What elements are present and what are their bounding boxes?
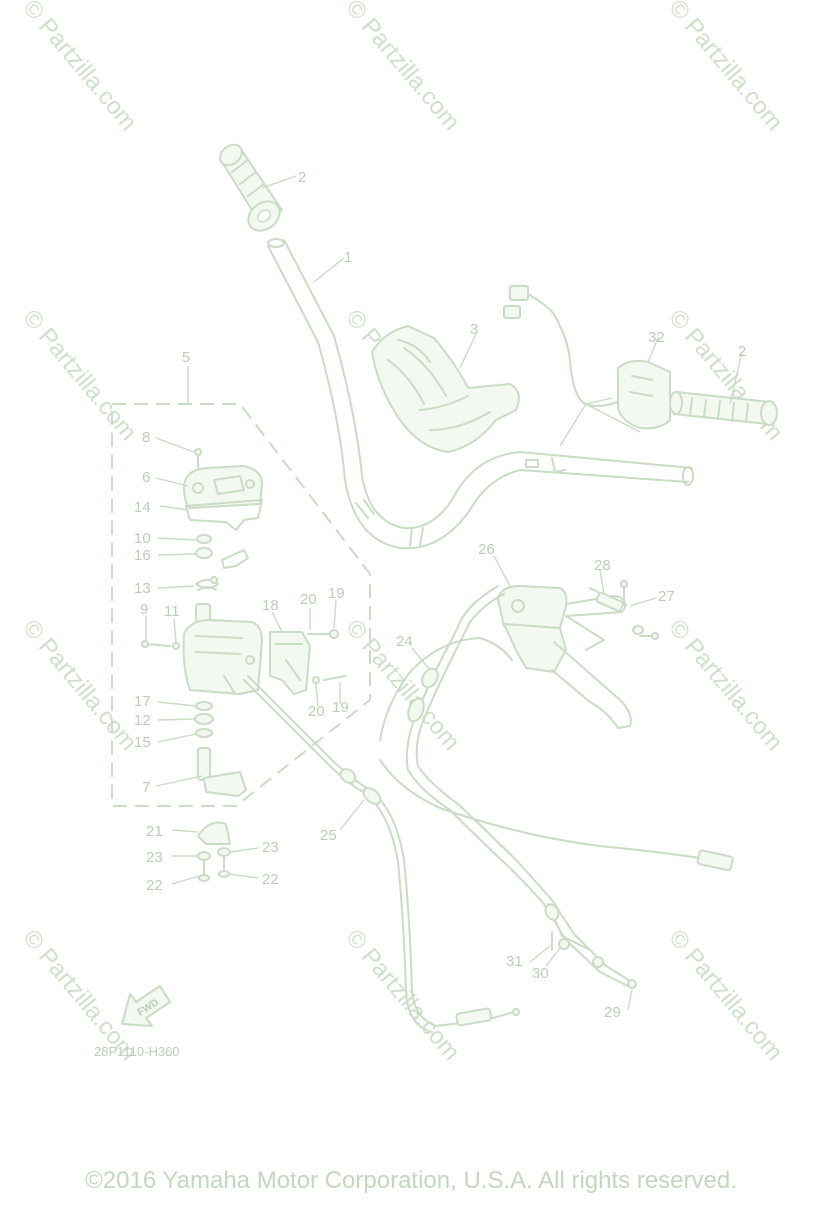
brake-master-cylinder — [497, 580, 659, 729]
callout-23: 23 — [146, 849, 163, 866]
watermark: © Partzilla.com — [663, 615, 788, 756]
callout-31: 31 — [506, 953, 523, 970]
brake-cable — [379, 585, 734, 989]
callout-24: 24 — [396, 633, 413, 650]
callout-10: 10 — [134, 530, 151, 547]
callout-2: 2 — [298, 169, 306, 186]
right-grip — [669, 391, 778, 426]
watermark: © Partzilla.com — [17, 0, 142, 136]
watermark: © Partzilla.com — [17, 615, 142, 756]
right-switch-assembly — [503, 285, 671, 447]
callout-32: 32 — [648, 329, 665, 346]
watermark: © Partzilla.com — [340, 925, 465, 1066]
callout-14: 14 — [134, 499, 151, 516]
left-grip — [219, 143, 283, 232]
callout-1: 1 — [344, 249, 352, 266]
callout-29: 29 — [604, 1004, 621, 1021]
watermark: © Partzilla.com — [340, 0, 465, 136]
callout-11: 11 — [164, 603, 180, 620]
callout-7: 7 — [142, 779, 150, 796]
callout-16: 16 — [134, 547, 151, 564]
callout-6: 6 — [142, 469, 150, 486]
assembly-5-boundary — [111, 403, 371, 807]
callout-19: 19 — [328, 585, 345, 602]
callout-22: 22 — [146, 877, 163, 894]
callout-17: 17 — [134, 693, 151, 710]
copyright-notice: ©2016 Yamaha Motor Corporation, U.S.A. A… — [85, 1167, 737, 1194]
callout-25: 25 — [320, 827, 337, 844]
handlebar — [267, 238, 694, 550]
callout-23: 23 — [262, 839, 279, 856]
callout-18: 18 — [262, 597, 279, 614]
leader-lines — [145, 175, 743, 1011]
callout-2: 2 — [738, 343, 746, 360]
callout-labels: 1 2 3 32 2 5 8 6 14 10 16 13 9 11 18 20 … — [134, 169, 746, 1021]
callout-15: 15 — [134, 734, 151, 751]
callout-21: 21 — [146, 823, 163, 840]
callout-3: 3 — [470, 321, 478, 338]
callout-8: 8 — [142, 429, 150, 446]
fwd-arrow-icon: FWD — [121, 985, 171, 1027]
callout-30: 30 — [532, 965, 549, 982]
callout-26: 26 — [478, 541, 495, 558]
callout-20: 20 — [308, 703, 325, 720]
watermark: © Partzilla.com — [663, 925, 788, 1066]
callout-12: 12 — [134, 712, 151, 729]
callout-22: 22 — [262, 871, 279, 888]
throttle-cable — [243, 675, 520, 1033]
callout-20: 20 — [300, 591, 317, 608]
watermark: © Partzilla.com — [17, 305, 142, 446]
watermark: © Partzilla.com — [663, 0, 788, 136]
callout-27: 27 — [658, 588, 675, 605]
callout-9: 9 — [140, 601, 148, 618]
callout-19: 19 — [332, 699, 349, 716]
diagram-code: 28P1110-H360 — [94, 1044, 180, 1059]
clamp-parts — [197, 821, 231, 882]
callout-5: 5 — [182, 349, 190, 366]
callout-28: 28 — [594, 557, 611, 574]
throttle-housing-parts — [141, 448, 347, 797]
callout-13: 13 — [134, 580, 151, 597]
handlebar-pad — [371, 325, 520, 453]
